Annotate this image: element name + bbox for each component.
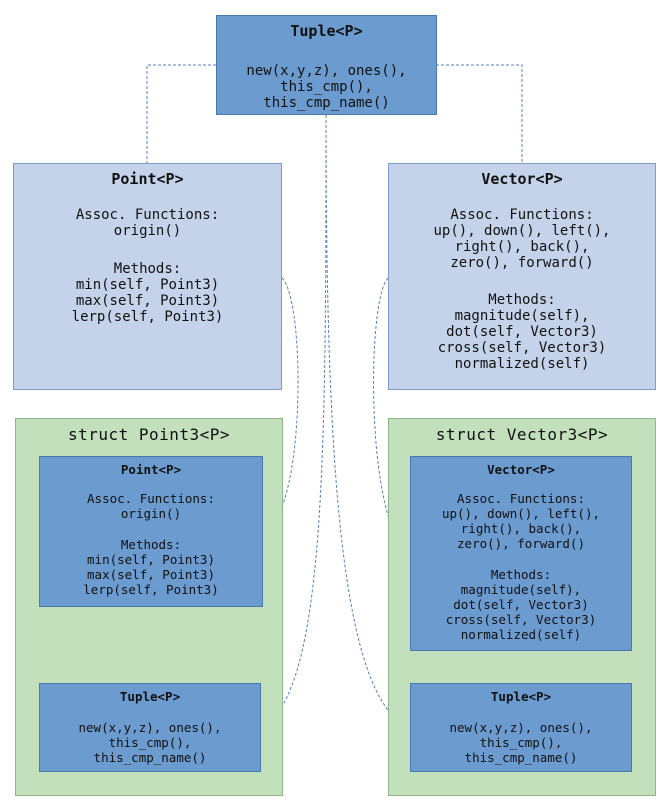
tuple-body: new(x,y,z), ones(), this_cmp(), this_cmp… (246, 63, 407, 111)
point3-point-assoc-body: origin() (120, 506, 182, 521)
tuple-title: Tuple<P> (290, 22, 363, 40)
connector-tuple-point (146, 64, 216, 163)
struct-vector3-title: struct Vector3<P> (435, 425, 609, 444)
point3-point-methods-heading: Methods: (120, 537, 182, 552)
point3-tuple-box: Tuple<P> new(x,y,z), ones(), this_cmp(),… (39, 683, 261, 772)
vector-methods-body: magnitude(self), dot(self, Vector3) cros… (437, 308, 607, 372)
vector3-vector-methods-body: magnitude(self), dot(self, Vector3) cros… (445, 582, 597, 642)
point3-point-box: Point<P> Assoc. Functions: origin() Meth… (39, 456, 263, 607)
vector-box: Vector<P> Assoc. Functions: up(), down()… (388, 163, 656, 390)
point3-point-title: Point<P> (120, 462, 182, 477)
connector-tuple-vector (436, 64, 523, 163)
point3-point-methods-body: min(self, Point3) max(self, Point3) lerp… (83, 552, 219, 597)
vector3-tuple-title: Tuple<P> (490, 689, 552, 704)
point-methods-heading: Methods: (113, 261, 182, 277)
tuple-box: Tuple<P> new(x,y,z), ones(), this_cmp(),… (216, 15, 437, 115)
point3-point-assoc-heading: Assoc. Functions: (87, 491, 215, 506)
vector3-vector-methods-heading: Methods: (490, 567, 552, 582)
point3-tuple-body: new(x,y,z), ones(), this_cmp(), this_cmp… (78, 720, 222, 765)
vector3-vector-assoc-body: up(), down(), left(), right(), back(), z… (441, 506, 601, 551)
vector-assoc-heading: Assoc. Functions: (450, 207, 594, 223)
vector3-tuple-box: Tuple<P> new(x,y,z), ones(), this_cmp(),… (410, 683, 632, 772)
point-box: Point<P> Assoc. Functions: origin() Meth… (13, 163, 282, 390)
point-title: Point<P> (111, 170, 184, 188)
struct-point3-title: struct Point3<P> (67, 425, 231, 444)
vector-assoc-body: up(), down(), left(), right(), back(), z… (433, 223, 611, 271)
point-methods-body: min(self, Point3) max(self, Point3) lerp… (71, 277, 224, 325)
vector3-tuple-body: new(x,y,z), ones(), this_cmp(), this_cmp… (449, 720, 593, 765)
vector3-vector-title: Vector<P> (487, 462, 555, 477)
point3-tuple-title: Tuple<P> (119, 689, 181, 704)
vector-title: Vector<P> (481, 170, 563, 188)
point-assoc-heading: Assoc. Functions: (75, 207, 220, 223)
point-assoc-body: origin() (113, 223, 182, 239)
vector-methods-heading: Methods: (488, 292, 556, 308)
vector3-vector-box: Vector<P> Assoc. Functions: up(), down()… (410, 456, 632, 651)
vector3-vector-assoc-heading: Assoc. Functions: (457, 491, 585, 506)
